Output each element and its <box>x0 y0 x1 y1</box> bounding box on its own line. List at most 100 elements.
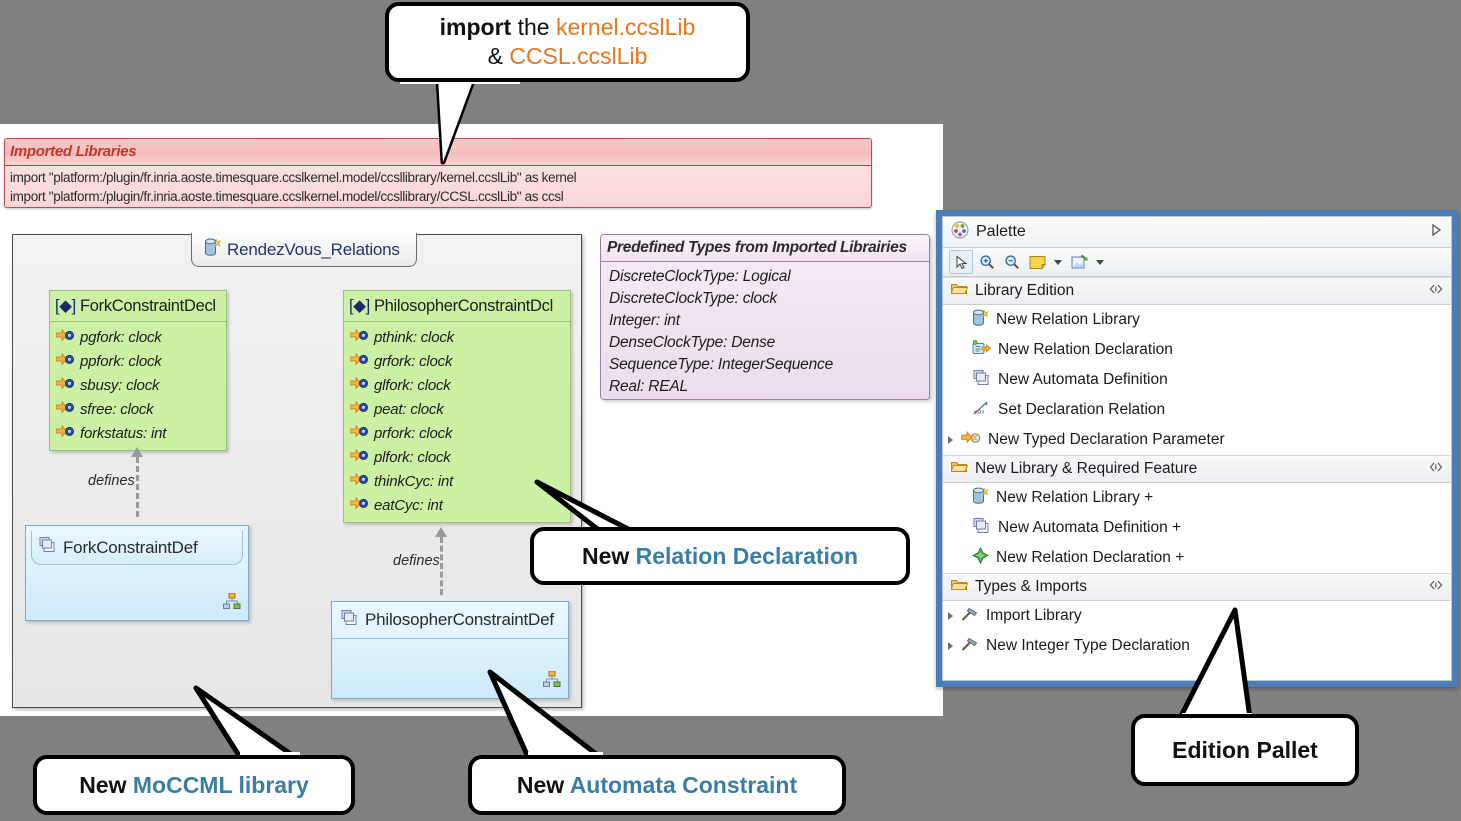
fork-constraint-decl-box[interactable]: [◆] ForkConstraintDecl pgfork: clock ppf… <box>49 290 227 451</box>
callout-import: import the kernel.ccslLib & CCSL.ccslLib <box>385 2 750 82</box>
philosopher-constraint-decl-box[interactable]: [◆] PhilosopherConstraintDcl pthink: clo… <box>343 290 571 523</box>
note-caret-icon[interactable] <box>1054 259 1062 265</box>
open-folder-icon <box>950 460 969 479</box>
palette-item-label: Set Declaration Relation <box>998 401 1166 418</box>
fork-constraint-def-box[interactable]: ForkConstraintDef <box>25 525 249 621</box>
library-icon <box>204 237 222 262</box>
expand-triangle-icon[interactable] <box>948 612 953 620</box>
green-diamond-icon <box>971 546 990 569</box>
attribute-row: eatCyc: int <box>349 494 570 518</box>
palette-section-header-types-imports[interactable]: Types & Imports <box>943 573 1451 601</box>
palette-panel: Palette <box>936 210 1458 687</box>
palette-inner: Palette <box>942 216 1452 681</box>
palette-item-new-relation-declaration[interactable]: New Relation Declaration <box>943 335 1451 365</box>
parameter-icon <box>349 374 368 398</box>
callout-edition-pallet-text: Edition Pallet <box>1172 736 1318 763</box>
attribute-label: thinkCyc: int <box>374 473 454 490</box>
fork-constraint-def-title: ForkConstraintDef <box>31 531 243 565</box>
attribute-row: grfork: clock <box>349 350 570 374</box>
defines-connector <box>440 537 443 595</box>
palette-item-label: New Typed Declaration Parameter <box>988 431 1225 448</box>
callout-automata-constraint: New Automata Constraint <box>468 755 846 815</box>
parameter-icon <box>55 374 74 398</box>
def-name-label: PhilosopherConstraintDef <box>365 610 554 629</box>
attribute-label: glfork: clock <box>374 377 451 394</box>
parameter-icon <box>349 350 368 374</box>
imported-libraries-header: Imported Libraries <box>5 139 871 166</box>
palette-section-label: Library Edition <box>975 282 1075 299</box>
pin-icon[interactable] <box>1429 282 1443 300</box>
palette-item-new-typed-declaration-parameter[interactable]: New Typed Declaration Parameter <box>943 425 1451 455</box>
palette-item-label: New Relation Declaration <box>998 341 1173 358</box>
expand-triangle-icon[interactable] <box>948 436 953 444</box>
callout-prefix: New <box>79 771 133 798</box>
attribute-row: sfree: clock <box>55 398 226 422</box>
attribute-row: ppfork: clock <box>55 350 226 374</box>
diagram-tab-header[interactable]: RendezVous_Relations <box>191 233 417 267</box>
automata-icon <box>972 517 991 540</box>
parameter-icon <box>55 326 74 350</box>
chevron-right-icon[interactable] <box>1429 223 1443 242</box>
palette-item-label: New Relation Declaration + <box>996 549 1185 566</box>
palette-item-label: New Automata Definition + <box>998 519 1182 536</box>
attribute-row: pgfork: clock <box>55 326 226 350</box>
attribute-label: ppfork: clock <box>80 353 162 370</box>
def-name-label: ForkConstraintDef <box>63 537 198 557</box>
palette-title-bar[interactable]: Palette <box>943 217 1451 248</box>
palette-title-label: Palette <box>976 223 1026 240</box>
open-folder-icon <box>950 578 969 597</box>
attribute-label: peat: clock <box>374 401 444 418</box>
palette-item-new-integer-type-declaration[interactable]: New Integer Type Declaration <box>943 631 1451 661</box>
palette-item-import-library[interactable]: Import Library <box>943 601 1451 631</box>
type-row: SequenceType: IntegerSequence <box>609 356 833 373</box>
attribute-label: pgfork: clock <box>80 329 162 346</box>
hierarchy-icon <box>223 592 241 614</box>
palette-item-new-automata-definition-plus[interactable]: New Automata Definition + <box>943 513 1451 543</box>
note-icon[interactable] <box>1026 251 1048 273</box>
pin-icon[interactable] <box>1429 460 1443 478</box>
attribute-label: pthink: clock <box>374 329 454 346</box>
magnifier-plus-icon[interactable] <box>976 251 998 273</box>
palette-item-set-declaration-relation[interactable]: <0> Set Declaration Relation <box>943 395 1451 425</box>
palette-section-header-library-edition[interactable]: Library Edition <box>943 277 1451 305</box>
predefined-types-box: Predefined Types from Imported Librairie… <box>600 234 930 400</box>
hierarchy-icon <box>543 670 561 692</box>
callout-accent: MoCCML library <box>132 771 309 798</box>
attribute-label: plfork: clock <box>374 449 451 466</box>
palette-item-label: Import Library <box>986 607 1082 624</box>
palette-section-header-new-library-required-feature[interactable]: New Library & Required Feature <box>943 455 1451 483</box>
attach-note-caret-icon[interactable] <box>1096 259 1104 265</box>
magnifier-minus-icon[interactable] <box>1001 251 1023 273</box>
attribute-label: sbusy: clock <box>80 377 160 394</box>
palette-item-new-automata-definition[interactable]: New Automata Definition <box>943 365 1451 395</box>
expand-triangle-icon[interactable] <box>948 642 953 650</box>
type-row: DiscreteClockType: Logical <box>609 268 791 285</box>
predefined-types-header: Predefined Types from Imported Librairie… <box>601 235 929 262</box>
parameter-icon <box>55 422 74 446</box>
diagram-canvas[interactable]: RendezVous_Relations [◆] ForkConstraintD… <box>12 233 582 708</box>
palette-toolbar[interactable] <box>943 248 1451 277</box>
defines-arrow <box>435 527 447 537</box>
palette-item-new-relation-library[interactable]: New Relation Library <box>943 305 1451 335</box>
fork-attributes-list: pgfork: clock ppfork: clock sbusy: clock… <box>50 322 226 450</box>
philosopher-constraint-def-box[interactable]: PhilosopherConstraintDef <box>331 601 569 699</box>
type-row: DiscreteClockType: clock <box>609 290 778 307</box>
palette-item-new-relation-library-plus[interactable]: New Relation Library + <box>943 483 1451 513</box>
callout-prefix: New <box>581 542 636 569</box>
parameter-icon <box>349 470 368 494</box>
open-folder-icon <box>950 282 969 301</box>
cursor-arrow-icon[interactable] <box>949 250 973 274</box>
class-name-label: PhilosopherConstraintDcl <box>373 297 553 315</box>
stereotype-marker: [◆] <box>55 297 76 315</box>
attribute-label: eatCyc: int <box>374 497 443 514</box>
type-row: Integer: int <box>609 312 680 329</box>
defines-label: defines <box>88 473 135 489</box>
attribute-label: forkstatus: int <box>80 425 167 442</box>
attribute-row: thinkCyc: int <box>349 470 570 494</box>
callout-relation-declaration: New Relation Declaration <box>530 527 910 585</box>
pin-icon[interactable] <box>1429 578 1443 596</box>
parameter-icon <box>349 326 368 350</box>
callout-import-lib2: CCSL.ccslLib <box>509 43 648 69</box>
note-attachment-icon[interactable] <box>1068 251 1090 273</box>
palette-item-new-relation-declaration-plus[interactable]: New Relation Declaration + <box>943 543 1451 573</box>
